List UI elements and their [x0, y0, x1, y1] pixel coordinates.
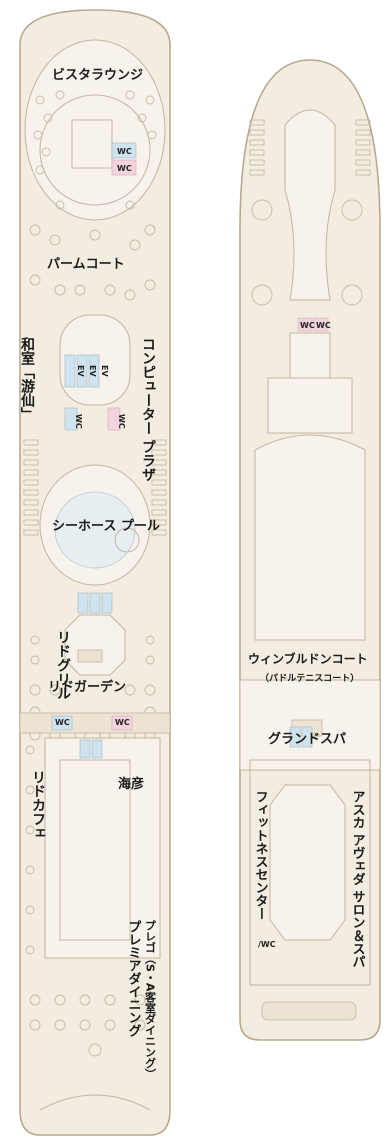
ev-tag: EV [100, 365, 109, 377]
bow-loungers [249, 119, 371, 306]
ev-tag: EV [88, 365, 97, 377]
wc-tag: WC [117, 164, 132, 173]
ev-block [64, 354, 76, 388]
ev-block [76, 354, 88, 388]
label-palm-court: パームコート [47, 257, 125, 272]
wc-tag: WC [55, 718, 70, 727]
ev-tag: EV [76, 365, 85, 377]
wc-band [19, 712, 171, 734]
ev-block [301, 726, 313, 748]
lido-grill-area [64, 614, 126, 676]
wc-blue-block [111, 142, 137, 159]
wc-accessible-tag: /WC [258, 940, 276, 949]
pool-loungers [23, 439, 167, 536]
fitness-center-area [269, 784, 346, 941]
wc-tag: WC [117, 414, 126, 429]
ev-block [77, 592, 89, 614]
ev-block [101, 592, 113, 614]
ev-block [79, 739, 91, 759]
lido-cafe-area [44, 737, 161, 959]
ev-block [89, 592, 101, 614]
label-vista-lounge: ビスタラウンジ [52, 67, 143, 83]
left-deck: WC WC EV EV EV WC WC [19, 9, 171, 1136]
pool-water [54, 491, 136, 569]
label-seahorse-pool: シーホース プール [52, 519, 160, 534]
wc-tag: WC [115, 718, 130, 727]
label-lido-garden: リドガーデン [48, 679, 126, 695]
label-aska-aveda: アスカ アヴェダ サロン＆スパ [350, 790, 366, 968]
stern-deck [261, 1001, 357, 1021]
wc-pink-block [111, 159, 137, 176]
label-kaigen: 海彦 [118, 776, 144, 792]
label-prego: プレゴ（S・A客室ダイニング） [144, 920, 158, 1080]
label-computer-plaza: コンピューター プラザ [140, 337, 156, 482]
label-wimbledon-court: ウィンブルドンコート [248, 651, 368, 666]
wc-tag: WC [300, 321, 315, 330]
ev-block [88, 354, 100, 388]
label-lido-grill: リドグリル [55, 630, 71, 700]
label-wimbledon-sub: （パドルテニスコート） [260, 672, 359, 684]
wc-tag: WC [316, 321, 331, 330]
lounge-seating [33, 90, 157, 210]
label-washitsu: 和室「游仙」 [19, 337, 35, 421]
cafe-seating [25, 745, 146, 1057]
wc-tag: WC [117, 147, 132, 156]
label-grand-spa: グランドスパ [268, 731, 346, 747]
label-premium-dining: プレミアダイニング [126, 920, 142, 1037]
palm-court-seating [29, 224, 156, 301]
wc-tag: WC [74, 414, 83, 429]
ev-block [91, 739, 103, 759]
label-lido-cafe: リドカフェ [30, 770, 46, 840]
label-fitness-center: フィットネスセンター [253, 790, 269, 920]
ev-block [289, 726, 301, 748]
right-deck: WC WC /WC [239, 59, 381, 1041]
bow-walkway [284, 109, 336, 301]
wimbledon-court-area [254, 434, 366, 641]
